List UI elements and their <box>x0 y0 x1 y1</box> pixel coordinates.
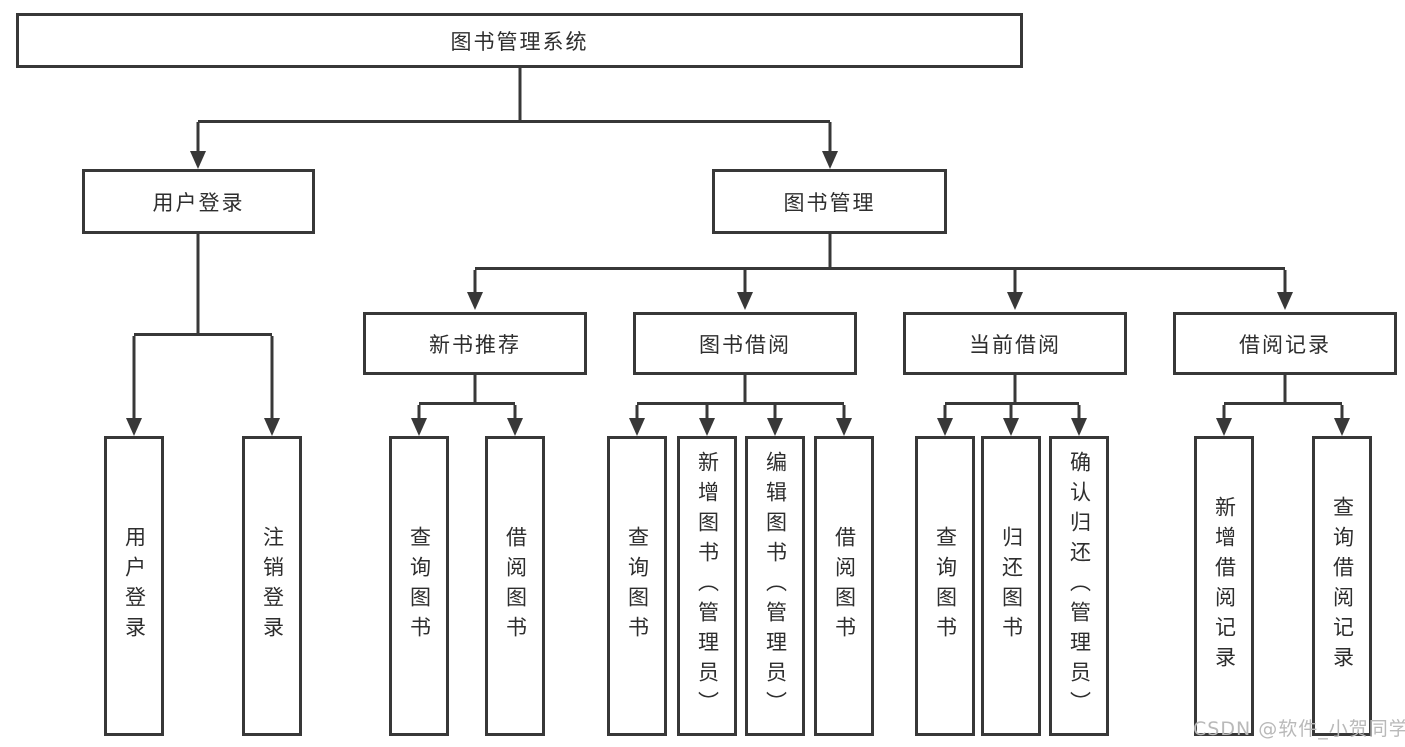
node-book-management: 图书管理 <box>712 169 947 234</box>
leaf-query-books-recommend: 查询图书 <box>389 436 449 736</box>
csdn-watermark: CSDN @软件_小贺同学 <box>1193 718 1405 740</box>
leaf-borrow-books-borrowing: 借阅图书 <box>814 436 874 736</box>
leaf-return-books: 归还图书 <box>981 436 1041 736</box>
leaf-add-borrow-record: 新增借阅记录 <box>1194 436 1254 736</box>
leaf-user-login: 用户登录 <box>104 436 164 736</box>
leaf-borrow-books-recommend: 借阅图书 <box>485 436 545 736</box>
node-book-borrowing: 图书借阅 <box>633 312 857 375</box>
leaf-query-books-current: 查询图书 <box>915 436 975 736</box>
leaf-query-borrow-record: 查询借阅记录 <box>1312 436 1372 736</box>
node-root-library-system: 图书管理系统 <box>16 13 1023 68</box>
leaf-confirm-return-admin: 确认归还（管理员） <box>1049 436 1109 736</box>
node-borrow-records: 借阅记录 <box>1173 312 1397 375</box>
node-current-borrowing: 当前借阅 <box>903 312 1127 375</box>
node-new-book-recommend: 新书推荐 <box>363 312 587 375</box>
leaf-logout: 注销登录 <box>242 436 302 736</box>
leaf-edit-books-admin: 编辑图书（管理员） <box>745 436 805 736</box>
node-user-login: 用户登录 <box>82 169 315 234</box>
leaf-add-books-admin: 新增图书（管理员） <box>677 436 737 736</box>
leaf-query-books-borrowing: 查询图书 <box>607 436 667 736</box>
